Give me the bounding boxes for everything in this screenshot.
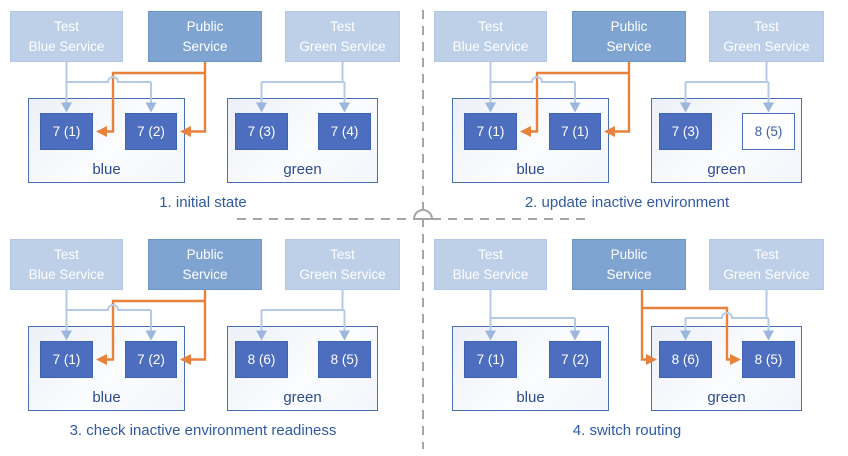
- service-label-line: Public: [186, 247, 224, 262]
- pod-green-1: 7 (3): [235, 113, 288, 150]
- public-route-line: [615, 62, 631, 133]
- service-label-line: Public: [610, 247, 648, 262]
- pod-blue-1: 7 (1): [464, 341, 517, 378]
- pod-green-1: 8 (6): [659, 341, 712, 378]
- pod-blue-2: 7 (1): [549, 113, 601, 150]
- test-blue-service-box: Test Blue Service: [434, 11, 547, 62]
- pod-green-2: 7 (4): [318, 113, 371, 150]
- service-label-line: Public: [186, 19, 224, 34]
- panel-caption: 3. check inactive environment readiness: [69, 422, 337, 439]
- environment-label: blue: [92, 389, 121, 406]
- service-label-line: Blue Service: [452, 39, 529, 55]
- pod-blue-2: 7 (2): [549, 341, 601, 378]
- service-label-line: Service: [182, 39, 228, 55]
- pod-green-2: 8 (5): [318, 341, 371, 378]
- test-blue-route-line-hop: [66, 76, 151, 83]
- service-label-line: Blue Service: [28, 39, 105, 55]
- panel-caption: 4. switch routing: [572, 422, 682, 439]
- public-route-line: [191, 62, 207, 133]
- environment-label: green: [283, 161, 322, 178]
- service-label-line: Test: [478, 19, 503, 34]
- test-blue-service-box: Test Blue Service: [10, 239, 123, 290]
- test-green-service-box: Test Green Service: [709, 11, 824, 62]
- panel-switch-routing: Test Blue Service Public Service Test Gr…: [424, 228, 848, 456]
- service-label-line: Test: [330, 19, 355, 34]
- pod-blue-1: 7 (1): [40, 341, 93, 378]
- service-label-line: Blue Service: [452, 267, 529, 283]
- service-label-line: Test: [54, 19, 79, 34]
- environment-label: green: [707, 389, 746, 406]
- public-service-box: Public Service: [148, 11, 262, 62]
- service-label-line: Test: [754, 19, 779, 34]
- public-service-box: Public Service: [572, 11, 686, 62]
- environment-label: blue: [516, 389, 545, 406]
- public-service-box: Public Service: [572, 239, 686, 290]
- service-label-line: Green Service: [723, 267, 810, 283]
- pod-blue-1: 7 (1): [40, 113, 93, 150]
- service-label-line: Blue Service: [28, 267, 105, 283]
- public-route-line: [640, 290, 646, 361]
- pod-blue-2: 7 (2): [125, 113, 177, 150]
- service-label-line: Service: [182, 267, 228, 283]
- test-green-service-box: Test Green Service: [285, 11, 400, 62]
- test-blue-service-box: Test Blue Service: [434, 239, 547, 290]
- service-label-line: Green Service: [299, 39, 386, 55]
- panel-initial-state: Test Blue Service Public Service Test Gr…: [0, 0, 424, 228]
- test-green-service-box: Test Green Service: [709, 239, 824, 290]
- test-green-service-box: Test Green Service: [285, 239, 400, 290]
- environment-label: blue: [92, 161, 121, 178]
- test-green-route-line-hop: [685, 312, 769, 319]
- service-label-line: Test: [754, 247, 779, 262]
- test-blue-service-box: Test Blue Service: [10, 11, 123, 62]
- pod-green-2-updating: 8 (5): [742, 113, 795, 150]
- service-label-line: Service: [606, 267, 652, 283]
- public-service-box: Public Service: [148, 239, 262, 290]
- pod-blue-1: 7 (1): [464, 113, 517, 150]
- service-label-line: Test: [54, 247, 79, 262]
- panel-caption: 2. update inactive environment: [524, 194, 730, 211]
- panel-caption: 1. initial state: [159, 194, 247, 211]
- panel-update-inactive-environment: Test Blue Service Public Service Test Gr…: [424, 0, 848, 228]
- environment-label: blue: [516, 161, 545, 178]
- pod-green-1: 7 (3): [659, 113, 712, 150]
- test-blue-route-line-hop: [66, 304, 151, 311]
- service-label-line: Green Service: [723, 39, 810, 55]
- service-label-line: Green Service: [299, 267, 386, 283]
- panel-check-inactive-environment-readiness: Test Blue Service Public Service Test Gr…: [0, 228, 424, 456]
- test-blue-route-line-hop: [490, 76, 575, 83]
- environment-label: green: [283, 389, 322, 406]
- pod-green-1: 8 (6): [235, 341, 288, 378]
- pod-green-2: 8 (5): [742, 341, 795, 378]
- service-label-line: Public: [610, 19, 648, 34]
- service-label-line: Test: [478, 247, 503, 262]
- service-label-line: Test: [330, 247, 355, 262]
- public-route-line: [191, 290, 207, 361]
- environment-label: green: [707, 161, 746, 178]
- service-label-line: Service: [606, 39, 652, 55]
- pod-blue-2: 7 (2): [125, 341, 177, 378]
